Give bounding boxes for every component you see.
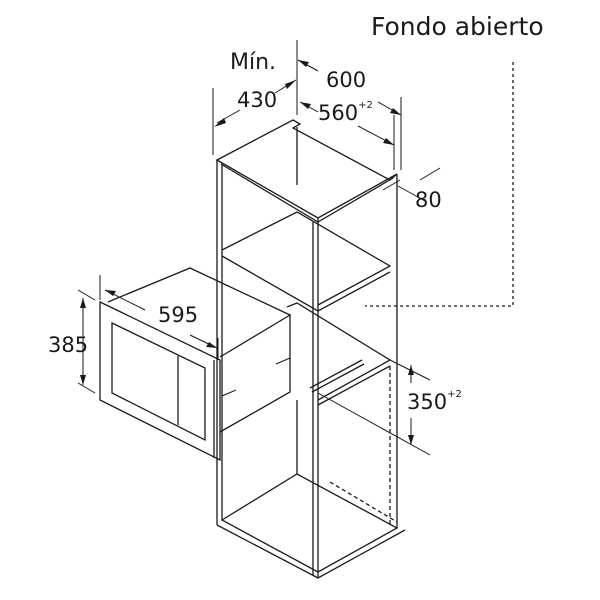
dimension-350-tolerance: +2 — [447, 389, 462, 400]
dimension-560: 560+2 — [318, 100, 373, 125]
open-back-label: Fondo abierto — [371, 12, 544, 41]
dimension-595: 595 — [158, 303, 199, 327]
dimension-560-tolerance: +2 — [358, 100, 373, 111]
cabinet — [215, 62, 514, 579]
arrowheads — [80, 60, 414, 445]
dimension-600: 600 — [326, 68, 367, 92]
dimension-430: 430 — [237, 88, 278, 112]
minimum-label: Mín. — [230, 50, 277, 75]
dimension-350-value: 350 — [407, 390, 448, 414]
dimension-80: 80 — [415, 188, 442, 212]
dimension-385: 385 — [48, 333, 89, 357]
dimension-350: 350+2 — [407, 389, 462, 414]
dimension-560-value: 560 — [318, 101, 359, 125]
microwave — [99, 267, 292, 462]
